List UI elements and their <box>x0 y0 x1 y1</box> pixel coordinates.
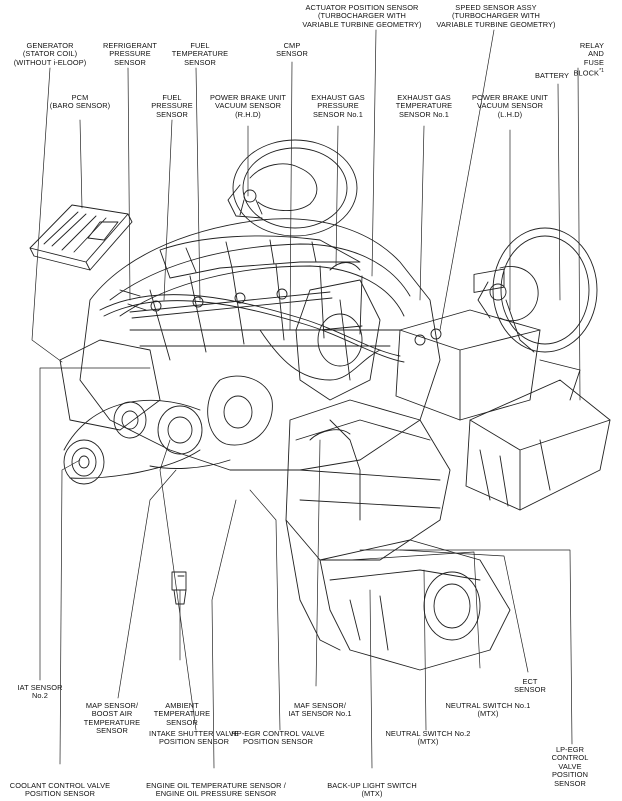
engine-block <box>79 218 441 471</box>
label-neutral-switch-no2: NEUTRAL SWITCH No.2 (MTX) <box>385 729 471 747</box>
label-fuel-pressure-sensor: FUEL PRESSURE SENSOR <box>151 93 193 119</box>
label-battery: BATTERY <box>534 71 570 80</box>
label-relay-footnote: *1 <box>599 68 604 75</box>
accessory-drive <box>59 339 273 485</box>
transaxle <box>285 519 511 671</box>
label-engine-oil-sensors: ENGINE OIL TEMPERATURE SENSOR / ENGINE O… <box>146 781 286 799</box>
label-actuator-position-sensor: ACTUATOR POSITION SENSOR (TURBOCHARGER W… <box>302 3 422 29</box>
label-pcm: PCM (BARO SENSOR) <box>49 93 111 111</box>
label-exhaust-gas-temperature-sensor: EXHAUST GAS TEMPERATURE SENSOR No.1 <box>395 93 453 119</box>
label-power-brake-unit-vacuum-sensor-lhd: POWER BRAKE UNIT VACUUM SENSOR (L.H.D) <box>472 93 548 119</box>
label-neutral-switch-no1: NEUTRAL SWITCH No.1 (MTX) <box>445 701 531 719</box>
label-maf-sensor: MAF SENSOR/ IAT SENSOR No.1 <box>288 701 352 719</box>
label-relay-and-fuse-block: RELAY AND FUSE BLOCK*1 <box>573 41 604 78</box>
label-lp-egr-control-valve-position-sensor: LP-EGR CONTROL VALVE POSITION SENSOR <box>551 745 589 788</box>
label-fuel-temperature-sensor: FUEL TEMPERATURE SENSOR <box>171 41 229 67</box>
label-generator: GENERATOR (STATOR COIL) (WITHOUT i-ELOOP… <box>13 41 87 67</box>
label-map-sensor: MAP SENSOR/ BOOST AIR TEMPERATURE SENSOR <box>83 701 141 736</box>
leader-lines <box>31 29 581 769</box>
label-intake-shutter-valve-position-sensor: INTAKE SHUTTER VALVE POSITION SENSOR <box>149 729 239 747</box>
label-back-up-light-switch: BACK-UP LIGHT SWITCH (MTX) <box>327 781 417 799</box>
air-cleaner <box>285 399 451 561</box>
ambient-temperature-sensor-part <box>171 571 187 605</box>
label-iat-sensor-no2: IAT SENSOR No.2 <box>17 683 63 701</box>
brake-booster-rhd <box>227 139 358 237</box>
label-cmp-sensor: CMP SENSOR <box>276 41 308 59</box>
battery <box>395 268 541 421</box>
brake-booster-lhd <box>477 227 598 353</box>
label-speed-sensor-assy: SPEED SENSOR ASSY (TURBOCHARGER WITH VAR… <box>436 3 556 29</box>
label-power-brake-unit-vacuum-sensor-rhd: POWER BRAKE UNIT VACUUM SENSOR (R.H.D) <box>210 93 286 119</box>
label-exhaust-gas-pressure-sensor: EXHAUST GAS PRESSURE SENSOR No.1 <box>311 93 365 119</box>
relay-fuse-block <box>465 359 611 511</box>
pcm-unit <box>29 204 133 271</box>
label-ambient-temperature-sensor: AMBIENT TEMPERATURE SENSOR <box>153 701 211 727</box>
label-hp-egr-control-valve-position-sensor: HP-EGR CONTROL VALVE POSITION SENSOR <box>231 729 325 747</box>
label-ect-sensor: ECT SENSOR <box>514 677 546 695</box>
label-coolant-control-valve-position-sensor: COOLANT CONTROL VALVE POSITION SENSOR <box>9 781 111 799</box>
label-refrigerant-pressure-sensor: REFRIGERANT PRESSURE SENSOR <box>102 41 158 67</box>
turbocharger <box>295 262 381 401</box>
